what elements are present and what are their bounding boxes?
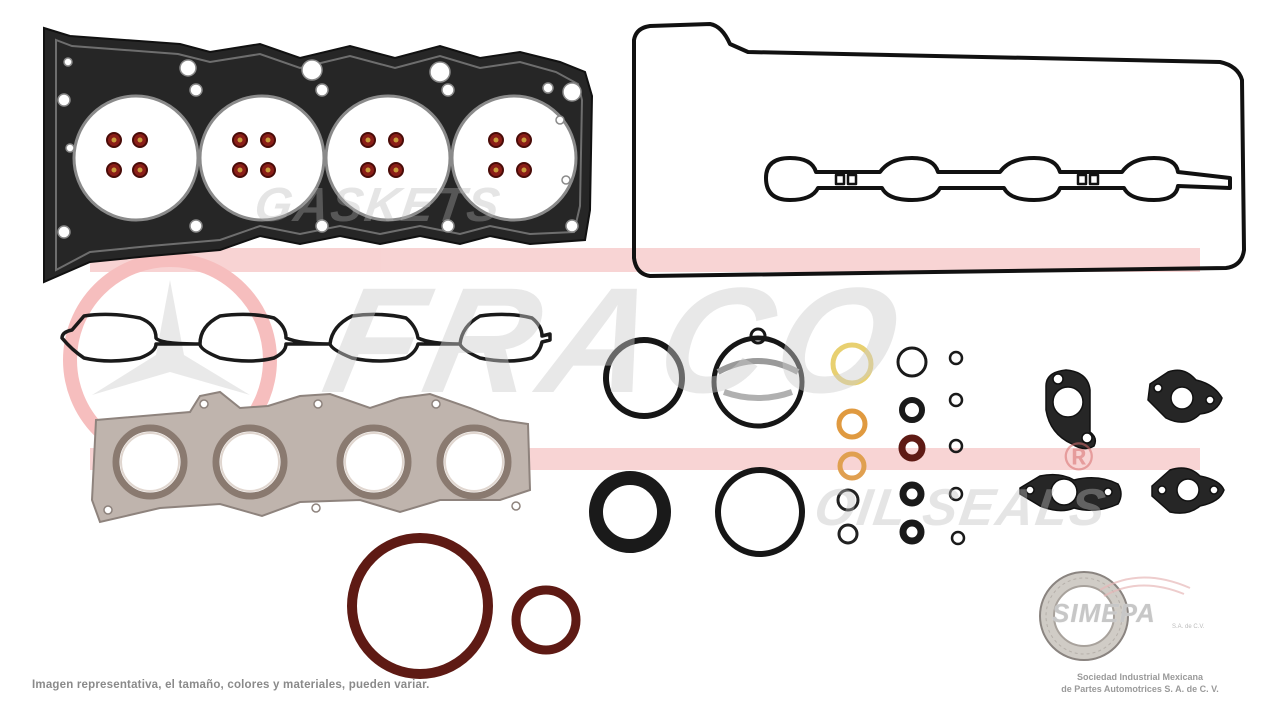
simepa-logo-subtext: S.A. de C.V. (1172, 624, 1205, 630)
intake-manifold-gasket (60, 312, 552, 363)
simepa-logo-text: SIMEPA (1052, 598, 1156, 628)
watermark-stripe-top (90, 248, 1200, 272)
watermark-brand-text: FRACO (312, 256, 922, 424)
copper-washers (830, 342, 874, 545)
flange-gaskets (1019, 369, 1225, 514)
small-o-rings (896, 346, 966, 546)
company-name-line-2: de Partes Automotrices S. A. de C. V. (1061, 684, 1219, 694)
throttle-body-gasket (711, 327, 805, 429)
watermark-emblem-star (92, 280, 250, 395)
cylinder-head-gasket (43, 26, 594, 284)
watermark-oil-seals-text: OIL SEALS (810, 479, 1111, 537)
o-rings-and-seals (347, 327, 805, 679)
watermark-registered-mark: ® (1064, 435, 1096, 479)
company-name-line-1: Sociedad Industrial Mexicana (1076, 672, 1204, 682)
image-disclaimer-caption: Imagen representativa, el tamaño, colore… (32, 679, 430, 691)
simepa-logo-swoosh (1099, 576, 1191, 597)
watermark-gaskets-text: GASKETS (251, 179, 505, 232)
company-name-block: Sociedad Industrial Mexicana de Partes A… (1040, 671, 1240, 695)
valve-cover-gasket (632, 22, 1246, 278)
exhaust-manifold-gasket (90, 390, 532, 524)
